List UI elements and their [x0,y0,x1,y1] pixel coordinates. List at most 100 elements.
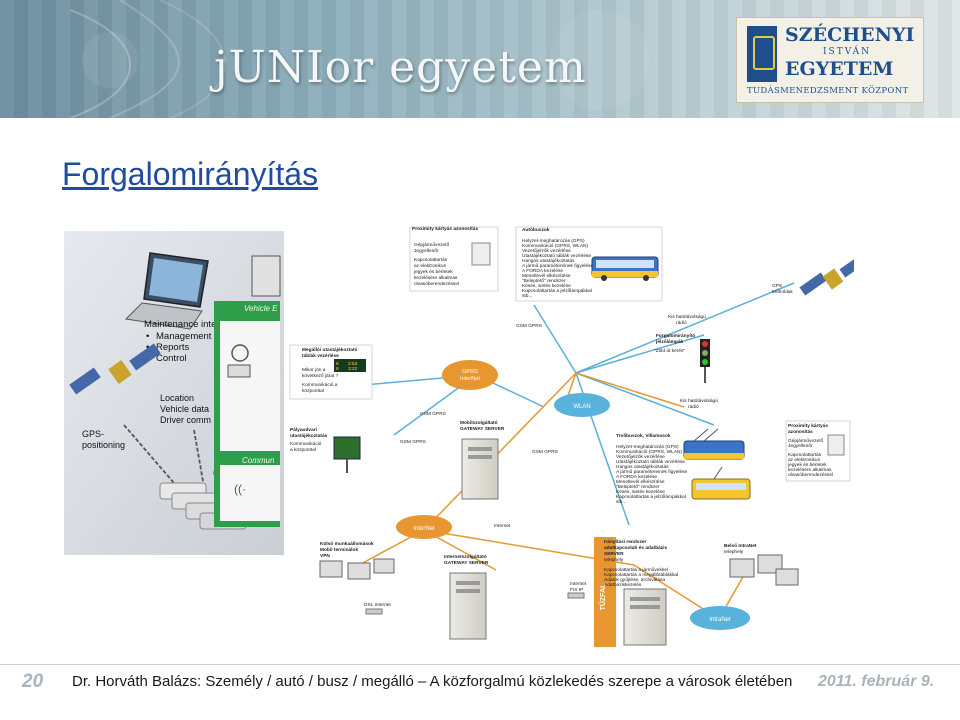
gsm-gprs-label: GSM GPRS [532,449,558,455]
trolley-line: stb... [616,499,626,505]
intranet-bubble-label: IntraNet [709,617,731,623]
trolleybus-icon [683,428,745,460]
location-item: Location [160,393,194,403]
bus-line: Kapcsolattartás a jelzőlámpákkal [522,288,592,294]
intranet-bubble [690,606,750,630]
logo-line-3: EGYETEM [785,58,894,80]
bus-icon [591,256,659,281]
green-panel-title-2: Commun [242,456,275,465]
gsm-gprs-label: GSM GPRS [400,439,426,445]
trolley-line: Utastájékoztató táblák vezérlése [616,459,685,465]
header-banner: jUNIor egyetem SZÉCHENYI ISTVÁN EGYETEM … [0,0,960,118]
trolley-line: "Beleptető" rendszer [616,484,660,490]
yard-display-icon [333,436,361,460]
bus-line: Késés, sietés kezelése [522,283,571,289]
camera-icon [231,344,249,362]
location-item: Driver comm [160,415,211,425]
logo-line-4: TUDÁSMENEDZSMENT KÖZPONT [747,86,909,96]
firewall-label: TŰZFAL [598,583,607,611]
internet-bubble-label: InterNet [413,526,435,532]
traffic-light-icon [700,339,710,383]
brand-title: jUNIor egyetem [214,42,587,93]
bus-line: "Beleptető" rendszer [522,278,566,284]
gsm-gprs-label: GSM GPRS [516,323,542,329]
gps-positioning-label: GPS-positioning [82,429,125,450]
control-line: Adatbáziskezelés [604,582,642,588]
logo-line-2: ISTVÁN [823,47,871,57]
proximity-top-line: Jegyellenőr [414,248,439,254]
proximity-top-title: Proximity kártyás azonosítás [412,226,478,232]
proximity-top-line: olvasóberendezéssel [414,281,459,287]
trolley-line: Vezetőjelzők vezérlése [616,454,665,460]
proximity-right-line: kezelésére alkalmas [788,467,832,473]
display-digit: 6 [336,361,339,367]
trolley-line: A FORDA kezelése [616,474,657,480]
satellite-icon [799,254,854,296]
stop-display-line: következő járat ? [302,373,339,379]
green-panel-body-2 [220,465,280,521]
control-line: Adatok gyűjtése, archiválása [604,577,665,583]
bus-fleet-image [159,482,247,530]
radio-wave-icon: ((· [234,482,246,496]
proximity-top-line: jegyek és bérletek [413,269,453,275]
trolley-line: Kommunikáció (GPRS, WLAN) [616,449,683,455]
location-item: Vehicle data [160,404,209,414]
monitor-icon [251,255,281,297]
modem-icon [365,608,383,615]
bus-line: Utastájékoztató táblák vezérlése [522,253,591,259]
bus-title: Autóbuszok [522,227,550,233]
trolley-line: Késés, sietés kezelése [616,489,665,495]
header-decoration [69,0,650,118]
proximity-right-line: jegyek és bérletek [787,462,827,468]
bus-line: A jármű paramétereinek figyelése [522,263,594,269]
internet-bubble [396,515,452,539]
trolley-title: Trolibuszok, Villamosok [616,433,671,439]
page-number: 20 [22,671,44,692]
control-line: Kapcsolattartás a megállótáblákkal [604,572,678,578]
green-panel-body [220,321,280,451]
green-panel-title: Vehicle E [244,304,278,313]
bus-line: A FORDA kezelése [522,268,563,274]
maintenance-item: Reports [156,342,190,353]
bus-line: Menetlevél elkészítése [522,273,571,279]
logo-line-1: SZÉCHENYI [785,24,915,46]
signal-text: "Zöld út kérés" [654,348,685,354]
bus-line: Helyzet-meghatározás (GPS) [522,238,585,244]
vehicle-icon [227,364,251,378]
trolley-line: Helyzet-meghatározás (GPS) [616,444,679,450]
bus-line: Kommunikáció (GPRS, WLAN) [522,243,589,249]
firewall-bar [594,537,616,647]
wlan-bubble [554,393,610,417]
tram-icon [691,466,751,500]
dsl-label: DSL Internet [364,602,391,608]
stop-display-line: Kommunikáció a [302,382,338,388]
maintenance-item: Management [156,331,212,342]
laptop-icon [124,252,209,330]
bullet-icon: • [146,331,149,342]
gprs-internet-bubble [442,360,498,390]
card-reader-icon [471,242,491,266]
maintenance-title: Maintenance interface [144,319,237,330]
intranet-subtitle: telephely [724,549,744,555]
bullet-icon: • [146,342,149,353]
bus-line: Vezetőjelzők vezérlése [522,248,571,254]
proximity-right-line: Gépjárművezető [788,438,824,444]
router-icon [567,592,585,599]
stop-display-line: központtal [302,388,324,394]
display-digit: 3:22 [348,366,358,372]
footer-text: Dr. Horváth Balázs: Személy / autó / bus… [72,673,793,690]
proximity-right-line: olvasóberendezéssel [788,472,833,478]
trolley-line: Kapcsolattartás a jelzőlámpákkal [616,494,686,500]
stop-display-screen [334,359,366,372]
bus-line: Hangos utastájékoztatás [522,258,575,264]
